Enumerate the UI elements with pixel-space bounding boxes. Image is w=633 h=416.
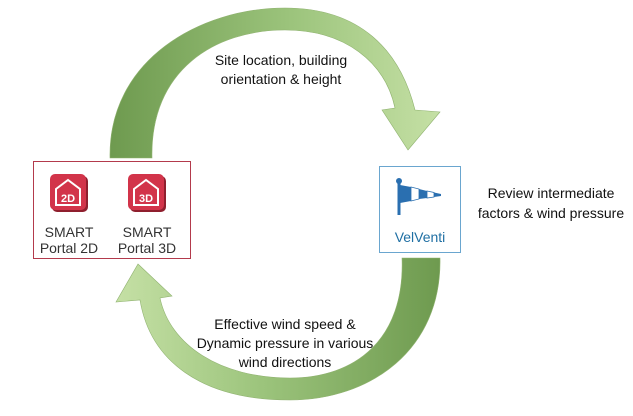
bottom-flow-label: Effective wind speed & Dynamic pressure … — [196, 316, 374, 370]
smart-portal-group: 2D SMART Portal 2D 3D SMART Portal 3D — [33, 161, 191, 259]
bottom-flow-arrow — [115, 257, 441, 401]
portal-2d-caption: SMART Portal 2D — [39, 224, 99, 256]
windsock-icon — [393, 177, 449, 217]
portal-3d-icon[interactable]: 3D — [126, 172, 168, 214]
portal-3d-caption: SMART Portal 3D — [117, 224, 177, 256]
portal-2d-badge: 2D — [61, 193, 75, 205]
review-label: Review intermediate factors & wind press… — [477, 185, 625, 221]
portal-3d-badge: 3D — [139, 193, 153, 205]
velventi-caption: VelVenti — [394, 229, 446, 245]
velventi-box[interactable]: VelVenti — [379, 166, 461, 253]
top-flow-label: Site location, building orientation & he… — [214, 52, 348, 87]
top-flow-arrow — [109, 7, 441, 159]
portal-2d-icon[interactable]: 2D — [48, 172, 90, 214]
